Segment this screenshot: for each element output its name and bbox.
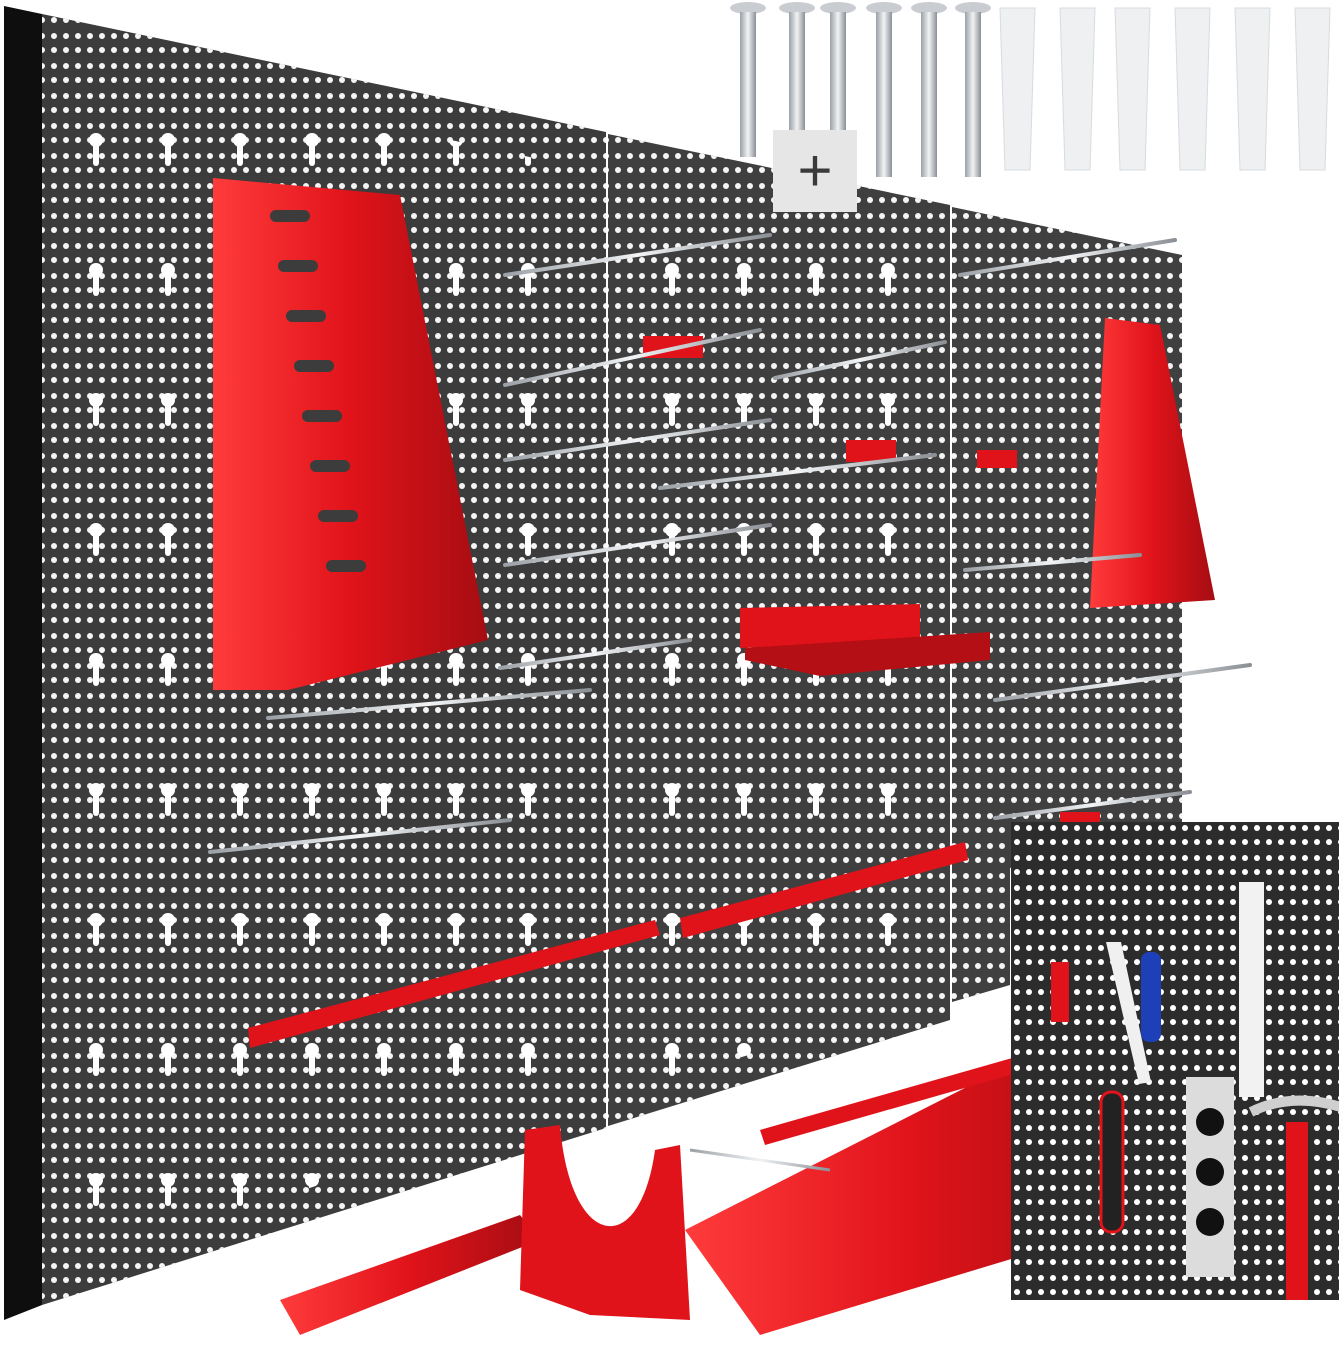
claw-hammer bbox=[1286, 1122, 1308, 1300]
clamp bbox=[1239, 882, 1264, 1097]
utility-knife bbox=[1106, 942, 1151, 1084]
plus-badge: + bbox=[773, 130, 857, 212]
small-wrench-rack bbox=[1090, 318, 1215, 608]
plastic-dowels bbox=[999, 7, 1331, 171]
blue-screwdriver bbox=[1141, 952, 1161, 1042]
chrome-hooks bbox=[208, 233, 1252, 854]
ratchet-wrench bbox=[1099, 1090, 1125, 1234]
screwdriver-rack-strips bbox=[248, 842, 968, 1048]
wall-screws bbox=[730, 2, 991, 177]
plus-icon: + bbox=[797, 137, 833, 204]
panel-edge bbox=[4, 6, 42, 1320]
red-shelf bbox=[740, 604, 990, 676]
inset-tool-board bbox=[1011, 822, 1339, 1300]
pliers-grip bbox=[1051, 962, 1069, 1022]
loose-hook bbox=[689, 1148, 831, 1172]
u-shaped-bracket bbox=[520, 1125, 690, 1320]
bit-holder-block bbox=[280, 1215, 540, 1335]
large-wrench-rack bbox=[213, 178, 488, 690]
